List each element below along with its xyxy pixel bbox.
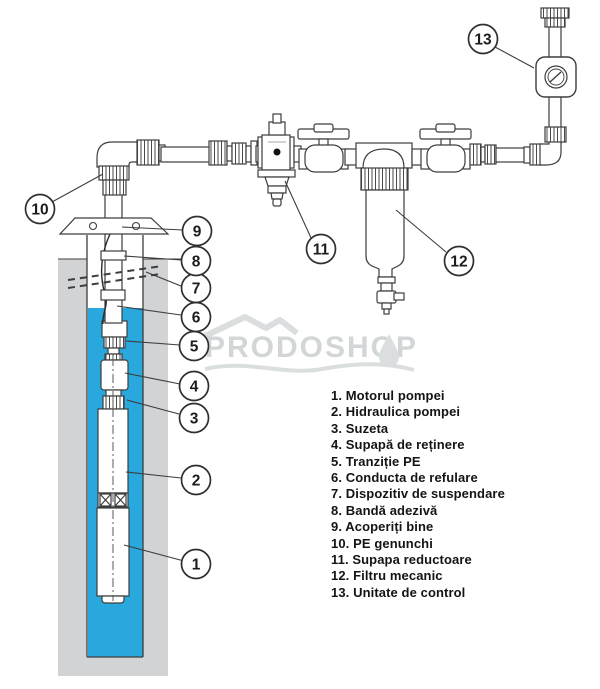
- ball-valve-left: [297, 123, 359, 173]
- drain-valve: [376, 290, 397, 304]
- svg-text:4: 4: [190, 379, 199, 396]
- svg-text:12: 12: [450, 254, 467, 271]
- svg-text:8: 8: [192, 254, 201, 271]
- submersible-pump: [96, 320, 130, 604]
- pressure-reducing-valve: [255, 113, 302, 207]
- svg-text:2: 2: [192, 473, 201, 490]
- legend: 1. Motorul pompei 2. Hidraulica pompei 3…: [331, 388, 581, 601]
- legend-item: 8. Bandă adezivă: [331, 502, 438, 518]
- svg-text:9: 9: [193, 224, 202, 241]
- legend-item: 5. Tranziție PE: [331, 453, 421, 469]
- right-run: [469, 143, 543, 166]
- legend-item: 11. Supapa reductoare: [331, 552, 472, 568]
- legend-item: 9. Acoperiți bine: [331, 519, 434, 535]
- control-unit: [535, 7, 577, 98]
- svg-text:7: 7: [192, 281, 201, 298]
- callout-10: 10: [24, 193, 56, 225]
- pipe-coupling: [100, 289, 126, 301]
- bolt-hole: [88, 221, 98, 231]
- callout-3: 3: [178, 402, 210, 434]
- well-cover-plate: [58, 217, 170, 235]
- pe-elbow: [96, 139, 166, 196]
- tape-band: [100, 250, 127, 261]
- pump-hydraulics: [97, 408, 129, 508]
- callout-11: 11: [305, 233, 337, 265]
- leader-lines: [51, 46, 535, 562]
- legend-item: 4. Supapă de reținere: [331, 437, 465, 453]
- filter-collar: [360, 167, 409, 191]
- compression-nut: [98, 165, 130, 181]
- valve-dial-dot: [273, 148, 281, 156]
- callout-13: 13: [467, 23, 499, 55]
- pipe-segment: [495, 147, 526, 163]
- compression-nut: [544, 126, 567, 143]
- bolt-hole: [131, 221, 141, 231]
- watermark-roof: [201, 314, 299, 340]
- svg-text:3: 3: [190, 411, 199, 428]
- svg-text:13: 13: [474, 32, 492, 49]
- gauge-needle: [549, 71, 562, 83]
- callout-6: 6: [180, 301, 212, 333]
- compression-nut: [136, 139, 160, 166]
- svg-text:5: 5: [190, 339, 199, 356]
- callout-5: 5: [178, 330, 210, 362]
- callout-12: 12: [443, 245, 475, 277]
- svg-text:1: 1: [192, 557, 201, 574]
- callout-4: 4: [178, 370, 210, 402]
- pipe-segment: [160, 146, 211, 163]
- filter-dome: [362, 148, 405, 169]
- legend-item: 2. Hidraulica pompei: [331, 404, 461, 420]
- filter-bowl: [365, 189, 405, 278]
- svg-text:10: 10: [31, 202, 48, 219]
- legend-item: 6. Conducta de refulare: [331, 470, 478, 486]
- union-coupling: [208, 140, 258, 166]
- callout-8: 8: [180, 245, 212, 277]
- callouts: 1 2 3 4 5 6 7 8 9 10 11 12 13: [24, 23, 499, 580]
- legend-item: 3. Suzeta: [331, 420, 389, 436]
- compression-nut: [102, 179, 127, 196]
- svg-text:11: 11: [313, 242, 330, 259]
- legend-item: 10. PE genunchi: [331, 535, 433, 551]
- ball-valve-right: [411, 123, 472, 173]
- callout-2: 2: [180, 464, 212, 496]
- callout-9: 9: [181, 215, 213, 247]
- legend-item: 7. Dispozitiv de suspendare: [331, 486, 505, 502]
- callout-7: 7: [180, 272, 212, 304]
- legend-item: 12. Filtru mecanic: [331, 568, 443, 584]
- svg-text:6: 6: [192, 310, 201, 327]
- callout-1: 1: [180, 548, 212, 580]
- mechanical-filter: [344, 142, 413, 315]
- suspension-rope: [67, 265, 163, 289]
- right-elbow: [539, 140, 562, 166]
- watermark-wave: [204, 362, 415, 373]
- legend-item: 1. Motorul pompei: [331, 388, 445, 403]
- watermark: PRODOSHOP: [201, 314, 416, 373]
- casing-concrete: [58, 259, 168, 676]
- check-valve: [100, 359, 129, 391]
- legend-item: 13. Unitate de control: [331, 584, 466, 600]
- valve-top-cap: [268, 121, 286, 136]
- surface-pipework: [96, 7, 577, 315]
- watermark-drop-icon: [379, 334, 399, 367]
